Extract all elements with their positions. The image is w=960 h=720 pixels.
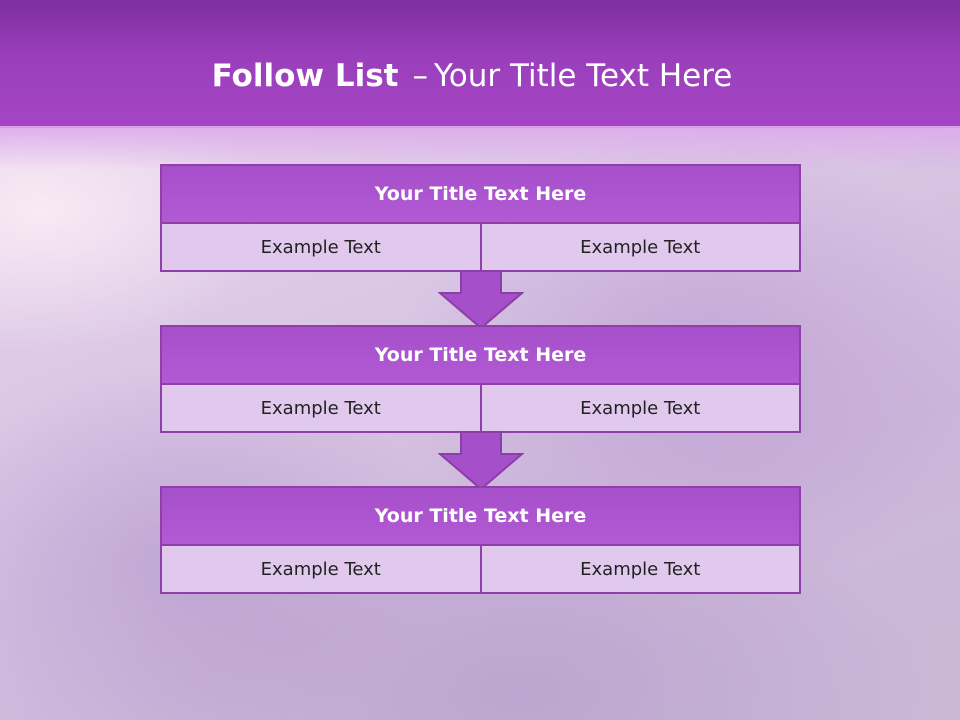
flow-block-cell-left: Example Text xyxy=(162,546,480,592)
slide-title-rest: Your Title Text Here xyxy=(433,58,733,94)
flow-block-cell-right: Example Text xyxy=(479,224,799,270)
slide-title-bold: Follow List xyxy=(211,58,399,94)
slide-title: Follow List–Your Title Text Here xyxy=(0,52,944,100)
down-arrow-icon xyxy=(438,431,524,491)
flow-block-title: Your Title Text Here xyxy=(162,488,799,544)
flow-block-title: Your Title Text Here xyxy=(162,327,799,383)
flow-block-title: Your Title Text Here xyxy=(162,166,799,222)
flow-block-cell-right: Example Text xyxy=(479,385,799,431)
flow-block-3: Your Title Text Here Example Text Exampl… xyxy=(160,486,801,594)
down-arrow-icon xyxy=(438,270,524,330)
flow-block-row: Example Text Example Text xyxy=(162,222,799,270)
slide-title-dash: – xyxy=(412,58,428,94)
flow-block-cell-right: Example Text xyxy=(479,546,799,592)
flow-block-1: Your Title Text Here Example Text Exampl… xyxy=(160,164,801,272)
flow-block-row: Example Text Example Text xyxy=(162,383,799,431)
flow-block-cell-left: Example Text xyxy=(162,385,480,431)
flow-block-row: Example Text Example Text xyxy=(162,544,799,592)
flow-block-2: Your Title Text Here Example Text Exampl… xyxy=(160,325,801,433)
title-bar-fade xyxy=(0,126,960,170)
title-bar xyxy=(0,0,960,128)
flow-block-cell-left: Example Text xyxy=(162,224,480,270)
